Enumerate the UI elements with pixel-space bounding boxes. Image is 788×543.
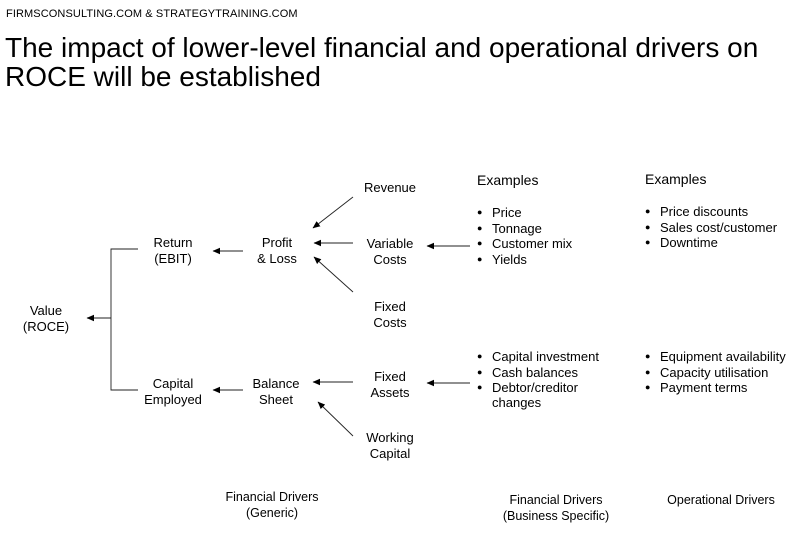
node-fixed-assets-line2: Assets	[370, 385, 410, 400]
examples-heading-operational: Examples	[645, 171, 707, 187]
site-header: FIRMSCONSULTING.COM & STRATEGYTRAINING.C…	[6, 8, 298, 20]
node-variable-costs: Variable Costs	[355, 236, 425, 268]
list-item: Capital investment	[477, 349, 599, 365]
operational-examples-assets-list: Equipment availability Capacity utilisat…	[645, 349, 786, 396]
node-value-line1: Value	[29, 303, 63, 318]
list-item: Debtor/creditor	[477, 380, 599, 396]
list-item: Price discounts	[645, 204, 777, 220]
node-profit-loss: Profit & Loss	[246, 235, 308, 267]
node-value-line2: (ROCE)	[22, 319, 70, 334]
node-fixed-costs-line1: Fixed	[374, 299, 406, 314]
footer-operational-line1: Operational Drivers	[667, 493, 775, 507]
node-profit-loss-line2: & Loss	[257, 251, 297, 266]
list-item: Tonnage	[477, 221, 572, 237]
financial-examples-costs-list: Price Tonnage Customer mix Yields	[477, 205, 572, 267]
financial-examples-assets-continuation: changes	[492, 395, 542, 410]
node-working-capital-line1: Working	[366, 430, 414, 445]
node-balance-sheet: Balance Sheet	[244, 376, 308, 408]
node-balance-sheet-line2: Sheet	[259, 392, 293, 407]
page-title: The impact of lower-level financial and …	[5, 32, 759, 92]
list-item: Capacity utilisation	[645, 365, 786, 381]
node-capital-employed-line1: Capital	[152, 376, 194, 391]
node-working-capital: Working Capital	[355, 430, 425, 462]
node-profit-loss-line1: Profit	[261, 235, 293, 250]
node-fixed-assets: Fixed Assets	[355, 369, 425, 401]
arrow-revenue	[312, 196, 354, 229]
node-return: Return (EBIT)	[140, 235, 206, 267]
node-balance-sheet-line1: Balance	[252, 376, 300, 391]
list-item: Price	[477, 205, 572, 221]
node-variable-costs-line2: Costs	[373, 252, 407, 267]
footer-financial-business-specific-line1: Financial Drivers	[509, 493, 603, 507]
footer-financial-generic-line1: Financial Drivers	[225, 490, 319, 504]
node-revenue-line1: Revenue	[363, 180, 417, 195]
node-capital-employed-line2: Employed	[144, 392, 202, 407]
examples-heading-financial: Examples	[477, 172, 539, 188]
node-revenue: Revenue	[355, 180, 425, 196]
footer-financial-business-specific-line2: (Business Specific)	[502, 509, 610, 523]
node-value: Value (ROCE)	[19, 303, 73, 335]
footer-financial-generic-line2: (Generic)	[245, 506, 299, 520]
node-return-line2: (EBIT)	[154, 251, 192, 266]
node-variable-costs-line1: Variable	[366, 236, 414, 251]
node-working-capital-line2: Capital	[369, 446, 411, 461]
list-item: Downtime	[645, 235, 777, 251]
value-bracket-line	[110, 248, 138, 391]
node-fixed-assets-line1: Fixed	[374, 369, 406, 384]
footer-operational: Operational Drivers	[656, 492, 786, 508]
financial-examples-assets-list: Capital investment Cash balances Debtor/…	[477, 349, 599, 396]
list-item: Payment terms	[645, 380, 786, 396]
list-item: Sales cost/customer	[645, 220, 777, 236]
node-fixed-costs: Fixed Costs	[355, 299, 425, 331]
operational-examples-costs-list: Price discounts Sales cost/customer Down…	[645, 204, 777, 251]
list-item: Yields	[477, 252, 572, 268]
arrow-fixed-costs	[313, 256, 354, 293]
node-return-line1: Return	[153, 235, 193, 250]
node-fixed-costs-line2: Costs	[373, 315, 407, 330]
list-item: Equipment availability	[645, 349, 786, 365]
footer-financial-generic: Financial Drivers (Generic)	[210, 489, 334, 521]
list-item: Cash balances	[477, 365, 599, 381]
node-capital-employed: Capital Employed	[138, 376, 208, 408]
list-item: Customer mix	[477, 236, 572, 252]
footer-financial-business-specific: Financial Drivers (Business Specific)	[488, 492, 624, 524]
arrow-working-capital	[317, 401, 354, 437]
